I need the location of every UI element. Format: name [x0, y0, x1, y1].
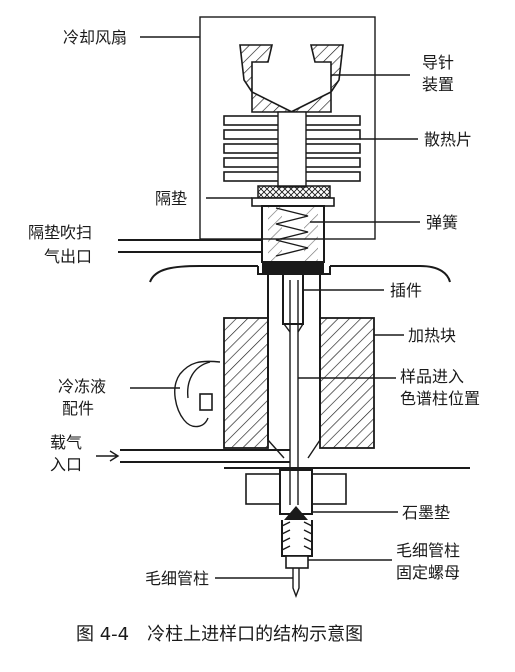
label-sample-position-1: 样品进入 — [400, 367, 464, 386]
heating-block — [223, 317, 375, 449]
injector-body — [267, 274, 321, 459]
leader-lines — [130, 36, 420, 579]
needle-guide — [239, 44, 344, 113]
label-graphite-ferrule: 石墨垫 — [402, 503, 450, 522]
label-needle-guide-1: 导针 — [422, 53, 454, 72]
label-coolant-fitting-2: 配件 — [62, 399, 94, 418]
label-coolant-fitting-1: 冷冻液 — [58, 377, 106, 396]
coolant-fitting — [174, 360, 221, 428]
label-insert: 插件 — [390, 281, 422, 300]
label-carrier-gas-1: 载气 — [50, 433, 82, 452]
label-septum: 隔垫 — [155, 189, 187, 208]
label-septum-purge-1: 隔垫吹扫 — [28, 223, 92, 242]
label-heating-block: 加热块 — [408, 326, 456, 345]
septum-purge-outlet — [118, 239, 262, 253]
label-carrier-gas-2: 入口 — [50, 455, 82, 474]
mounting-plate — [149, 265, 451, 283]
figure-caption: 图 4-4 冷柱上进样口的结构示意图 — [76, 624, 363, 645]
column-tube — [283, 280, 304, 505]
label-needle-guide-2: 装置 — [422, 75, 454, 94]
label-fixing-nut-2: 固定螺母 — [396, 563, 460, 582]
label-fixing-nut-1: 毛细管柱 — [396, 541, 460, 560]
cooling-fan-housing — [199, 16, 376, 240]
label-cooling-fan: 冷却风扇 — [63, 28, 127, 47]
carrier-gas-inlet — [96, 449, 290, 463]
spring — [268, 206, 318, 262]
capillary-fixing-nut — [281, 520, 313, 569]
label-septum-purge-2: 气出口 — [44, 247, 92, 266]
label-heat-sink-fins: 散热片 — [424, 130, 472, 149]
insert-seal — [262, 262, 324, 274]
heat-sink-fins — [223, 111, 361, 188]
septum — [257, 185, 331, 199]
capillary-column-exit — [292, 568, 300, 598]
label-spring: 弹簧 — [426, 213, 458, 232]
label-sample-position-2: 色谱柱位置 — [400, 389, 480, 408]
graphite-ferrule-blocks — [245, 469, 347, 520]
insert — [282, 273, 304, 325]
label-capillary-column: 毛细管柱 — [145, 569, 209, 588]
